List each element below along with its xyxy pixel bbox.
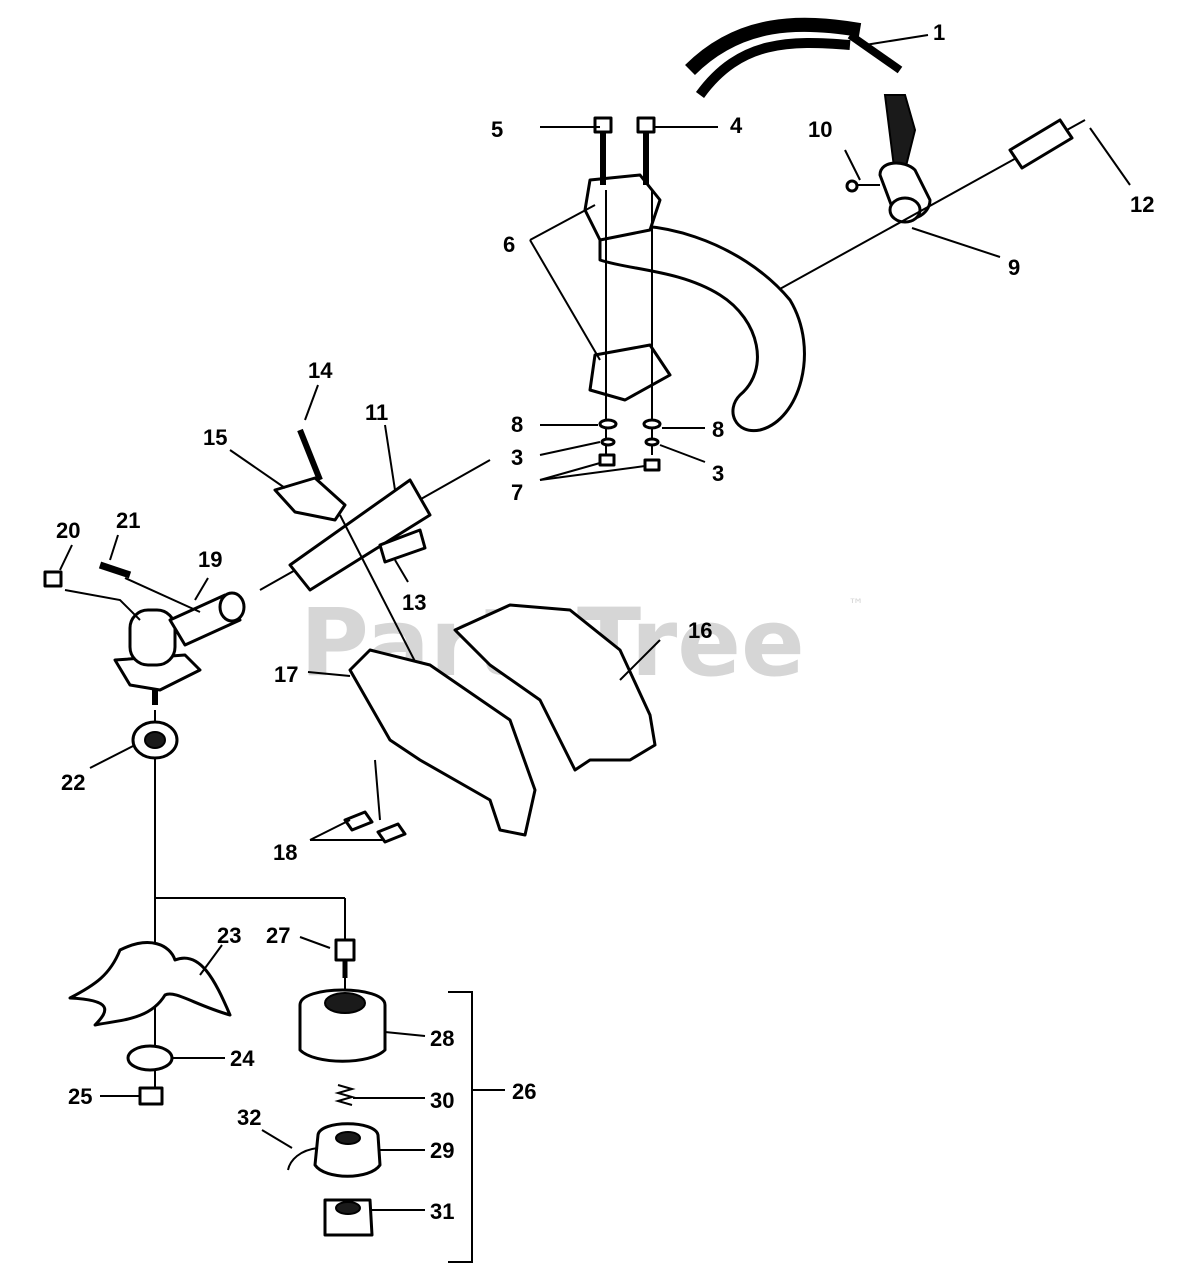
part-8-washer-right[interactable] bbox=[642, 418, 662, 430]
callout-30: 30 bbox=[430, 1088, 454, 1113]
part-4-bolt[interactable] bbox=[636, 116, 656, 185]
callout-29: 29 bbox=[430, 1138, 454, 1163]
part-3-washer-right[interactable] bbox=[644, 437, 660, 447]
callout-16: 16 bbox=[688, 618, 712, 643]
callout-8-right: 8 bbox=[712, 417, 724, 442]
part-3-washer-left[interactable] bbox=[600, 437, 616, 447]
part-27-bolt[interactable] bbox=[334, 938, 356, 978]
callout-5: 5 bbox=[491, 117, 503, 142]
leader-lines bbox=[59, 34, 1131, 1211]
part-16-guard[interactable] bbox=[453, 603, 657, 772]
callout-8-left: 8 bbox=[511, 412, 523, 437]
part-18-plate-b[interactable] bbox=[376, 822, 407, 844]
part-8-washer-left[interactable] bbox=[598, 418, 618, 430]
part-7-nut-right[interactable] bbox=[643, 458, 661, 472]
part-14-screw[interactable] bbox=[297, 428, 323, 482]
part-22-bearing[interactable] bbox=[131, 720, 179, 760]
callout-32: 32 bbox=[237, 1105, 261, 1130]
callout-12: 12 bbox=[1130, 192, 1154, 217]
part-32-line[interactable] bbox=[287, 1147, 319, 1171]
part-17-guard-bracket[interactable] bbox=[348, 648, 537, 837]
callout-26: 26 bbox=[512, 1079, 536, 1104]
part-10-pin[interactable] bbox=[845, 179, 880, 193]
part-9-throttle-clamp[interactable] bbox=[878, 94, 932, 224]
part-26-bracket bbox=[448, 991, 473, 1263]
callout-3-left: 3 bbox=[511, 445, 523, 470]
part-21-screw[interactable] bbox=[98, 561, 132, 579]
callout-18: 18 bbox=[273, 840, 297, 865]
part-11-lower-shaft[interactable] bbox=[259, 459, 491, 592]
part-28-housing[interactable] bbox=[298, 988, 387, 1063]
part-23-blade[interactable] bbox=[68, 941, 232, 1027]
callout-31: 31 bbox=[430, 1199, 454, 1224]
callout-3-right: 3 bbox=[712, 461, 724, 486]
callout-7: 7 bbox=[511, 480, 523, 505]
callout-14: 14 bbox=[308, 358, 333, 383]
callout-10: 10 bbox=[808, 117, 832, 142]
part-31-knob[interactable] bbox=[323, 1198, 374, 1237]
callout-25: 25 bbox=[68, 1084, 92, 1109]
callout-13: 13 bbox=[402, 590, 426, 615]
callout-24: 24 bbox=[230, 1046, 255, 1071]
part-19-gearhead[interactable] bbox=[113, 591, 246, 705]
part-15-bracket[interactable] bbox=[273, 476, 347, 522]
callout-4: 4 bbox=[730, 113, 743, 138]
callout-27: 27 bbox=[266, 923, 290, 948]
watermark-trademark: ™ bbox=[848, 595, 864, 614]
part-24-adapter[interactable] bbox=[126, 1044, 174, 1072]
part-13-decal[interactable] bbox=[378, 528, 427, 564]
part-29-spool[interactable] bbox=[313, 1122, 382, 1178]
part-1-cable[interactable] bbox=[685, 17, 903, 98]
callout-19: 19 bbox=[198, 547, 222, 572]
part-7-nut-left[interactable] bbox=[598, 453, 616, 467]
part-20-screw[interactable] bbox=[43, 570, 63, 588]
part-25-nut[interactable] bbox=[138, 1086, 164, 1106]
callout-1: 1 bbox=[933, 20, 945, 45]
part-12-shaft-grip[interactable] bbox=[759, 118, 1086, 301]
callout-17: 17 bbox=[274, 662, 298, 687]
part-6-handle[interactable] bbox=[583, 173, 806, 433]
callout-15: 15 bbox=[203, 425, 227, 450]
callout-9: 9 bbox=[1008, 255, 1020, 280]
callout-23: 23 bbox=[217, 923, 241, 948]
part-18-plate-a[interactable] bbox=[343, 810, 374, 832]
callout-21: 21 bbox=[116, 508, 140, 533]
part-5-bolt[interactable] bbox=[593, 116, 613, 185]
callout-6: 6 bbox=[503, 232, 515, 257]
part-30-spring[interactable] bbox=[334, 1084, 356, 1106]
callout-28: 28 bbox=[430, 1026, 454, 1051]
callout-20: 20 bbox=[56, 518, 80, 543]
callout-22: 22 bbox=[61, 770, 85, 795]
callout-11: 11 bbox=[365, 400, 388, 425]
